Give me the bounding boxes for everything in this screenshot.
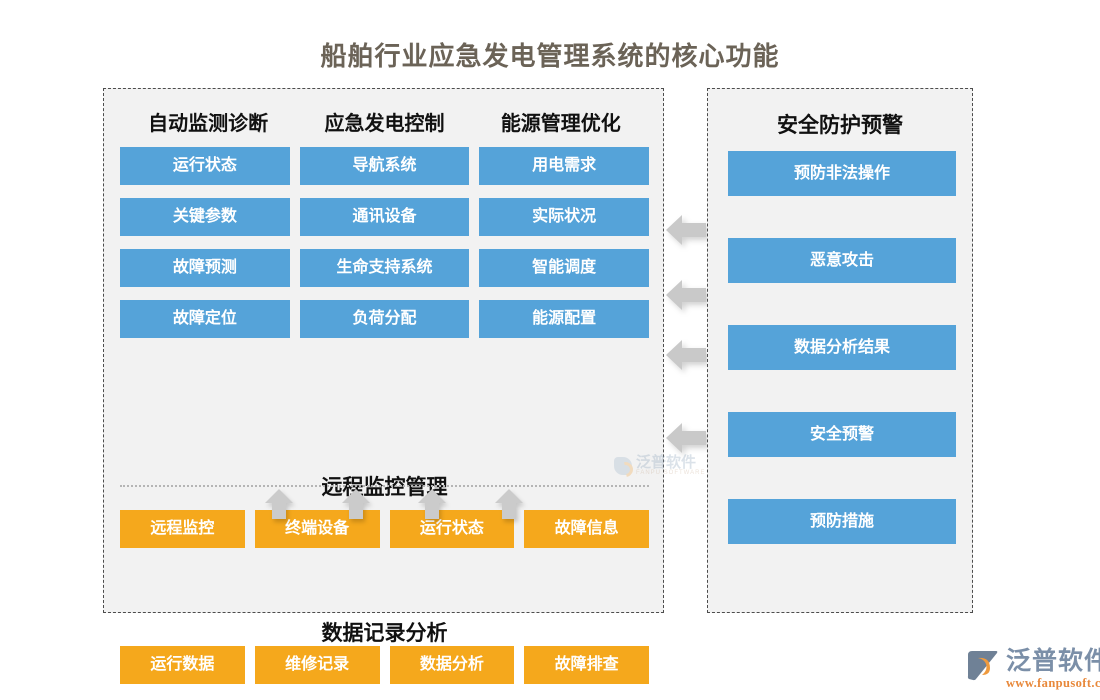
feature-row: 关键参数 通讯设备 实际状况 (120, 198, 650, 236)
feature-grid: 运行状态 导航系统 用电需求 关键参数 通讯设备 实际状况 故障预测 生命支持系… (120, 147, 650, 351)
remote-item[interactable]: 故障信息 (524, 510, 649, 548)
watermark-cn-text: 泛普软件 (636, 454, 697, 471)
column-header-power-control: 应急发电控制 (324, 113, 445, 135)
arrow-left-icon (665, 422, 707, 454)
security-item[interactable]: 安全预警 (728, 412, 956, 457)
brand-url: www.fanpusoft.com (1006, 676, 1100, 690)
feature-cell[interactable]: 实际状况 (479, 198, 650, 236)
right-panel: 安全防护预警 预防非法操作 恶意攻击 数据分析结果 安全预警 预防措施 (707, 88, 973, 613)
feature-cell[interactable]: 通讯设备 (299, 198, 470, 236)
security-item[interactable]: 数据分析结果 (728, 325, 956, 370)
record-item[interactable]: 故障排查 (524, 646, 649, 684)
feature-row: 故障定位 负荷分配 能源配置 (120, 300, 650, 338)
arrow-left-icon (665, 279, 707, 311)
security-item[interactable]: 预防措施 (728, 499, 956, 544)
feature-row: 故障预测 生命支持系统 智能调度 (120, 249, 650, 287)
security-item-list: 预防非法操作 恶意攻击 数据分析结果 安全预警 预防措施 (728, 151, 956, 544)
arrow-up-icon (264, 487, 294, 521)
up-arrow-group (264, 487, 524, 523)
feature-cell[interactable]: 导航系统 (299, 147, 470, 185)
record-section-items: 运行数据 维修记录 数据分析 故障排查 (120, 646, 649, 684)
record-item[interactable]: 运行数据 (120, 646, 245, 684)
arrow-up-icon (341, 487, 371, 521)
feature-cell[interactable]: 用电需求 (479, 147, 650, 185)
security-item[interactable]: 预防非法操作 (728, 151, 956, 196)
feature-row: 运行状态 导航系统 用电需求 (120, 147, 650, 185)
feature-cell[interactable]: 智能调度 (479, 249, 650, 287)
feature-cell[interactable]: 能源配置 (479, 300, 650, 338)
arrow-left-icon (665, 214, 707, 246)
feature-cell[interactable]: 生命支持系统 (299, 249, 470, 287)
feature-cell[interactable]: 运行状态 (120, 147, 290, 185)
record-item[interactable]: 数据分析 (389, 646, 515, 684)
security-item[interactable]: 恶意攻击 (728, 238, 956, 283)
column-headers: 自动监测诊断 应急发电控制 能源管理优化 (120, 107, 649, 136)
remote-item[interactable]: 远程监控 (120, 510, 245, 548)
arrow-up-icon (417, 487, 447, 521)
left-panel: 自动监测诊断 应急发电控制 能源管理优化 运行状态 导航系统 用电需求 关键参数… (103, 88, 704, 684)
feature-cell[interactable]: 故障预测 (120, 249, 290, 287)
brand-name: 泛普软件 (1006, 647, 1100, 675)
fanpu-logo-icon (966, 648, 1000, 682)
brand-logo: 泛普软件 www.fanpusoft.com (966, 648, 1100, 690)
remote-item[interactable]: 运行状态 (389, 510, 515, 548)
record-section-title: 数据记录分析 (321, 622, 448, 645)
arrow-up-icon (494, 487, 524, 521)
section-divider (120, 485, 649, 487)
right-panel-header: 安全防护预警 (777, 114, 903, 137)
feature-cell[interactable]: 负荷分配 (299, 300, 470, 338)
feature-cell[interactable]: 关键参数 (120, 198, 290, 236)
arrow-left-icon (665, 339, 707, 371)
column-header-energy-optimization: 能源管理优化 (500, 113, 621, 135)
record-item[interactable]: 维修记录 (254, 646, 380, 684)
page-title: 船舶行业应急发电管理系统的核心功能 (320, 41, 780, 71)
feature-cell[interactable]: 故障定位 (120, 300, 290, 338)
column-header-monitoring: 自动监测诊断 (148, 113, 269, 135)
